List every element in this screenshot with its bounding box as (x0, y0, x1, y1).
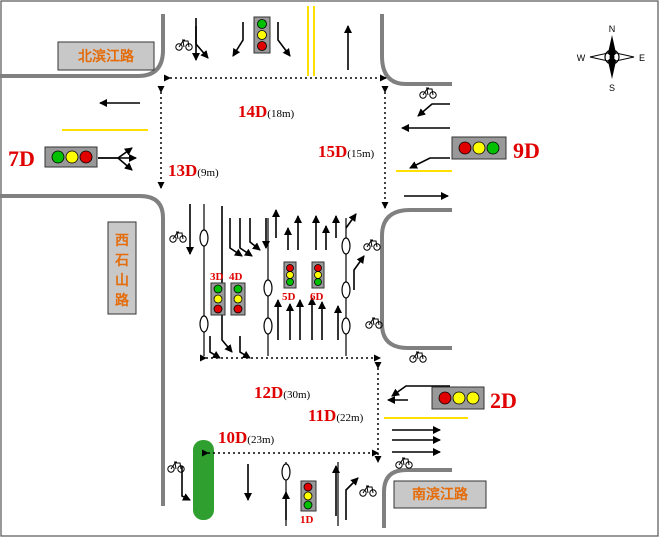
green-median (193, 440, 214, 520)
svg-text:S: S (609, 83, 615, 93)
road-curbs (0, 14, 452, 528)
svg-text:北滨江路: 北滨江路 (78, 48, 135, 65)
signal-6D (311, 261, 325, 289)
signal-7D (44, 146, 98, 168)
phase-10D-label: 10D(23m) (218, 428, 275, 447)
svg-text:石: 石 (114, 253, 129, 269)
phase-6D-label: 6D (310, 291, 324, 303)
phase-13D-label: 13D(9m) (168, 161, 219, 180)
compass-icon: N S E W (577, 24, 645, 93)
signal-1D (300, 480, 317, 512)
west-road-name: 西 石 山 路 (107, 221, 137, 315)
phase-14D-label: 14D(18m) (238, 102, 295, 121)
svg-text:N: N (609, 24, 616, 34)
phase-1D-label: 1D (300, 514, 314, 526)
signal-5D (283, 261, 297, 289)
signal-2D (431, 386, 485, 410)
phase-12D-label: 12D(30m) (254, 383, 311, 402)
phase-15D-label: 15D(15m) (318, 142, 375, 161)
signal-north (253, 16, 271, 54)
phase-4D-label: 4D (229, 271, 243, 283)
svg-text:南滨江路: 南滨江路 (412, 486, 469, 503)
phase-3D-label: 3D (210, 271, 224, 283)
lane-dividers (199, 204, 351, 526)
svg-text:山: 山 (115, 273, 129, 289)
lane-arrows (98, 18, 450, 520)
phase-11D-label: 11D(22m) (308, 406, 364, 425)
south-road-name: 南滨江路 (393, 480, 487, 509)
phase-2D-label: 2D (490, 388, 517, 413)
svg-text:W: W (577, 53, 586, 63)
phase-5D-label: 5D (282, 291, 296, 303)
svg-text:E: E (639, 53, 645, 63)
signal-3D (210, 282, 226, 316)
phase-7D-label: 7D (8, 146, 35, 171)
signal-4D (230, 282, 246, 316)
signal-9D (451, 136, 507, 160)
phase-9D-label: 9D (513, 138, 540, 163)
north-road-name: 北滨江路 (57, 41, 155, 71)
svg-text:西: 西 (115, 233, 129, 249)
phase-labels: 7D 9D 2D 3D 4D 5D 6D 1D 14D(18m) 13D(9m)… (8, 102, 540, 526)
svg-text:路: 路 (115, 292, 130, 309)
crosswalk-lines (157, 74, 389, 463)
center-lines (62, 6, 468, 419)
